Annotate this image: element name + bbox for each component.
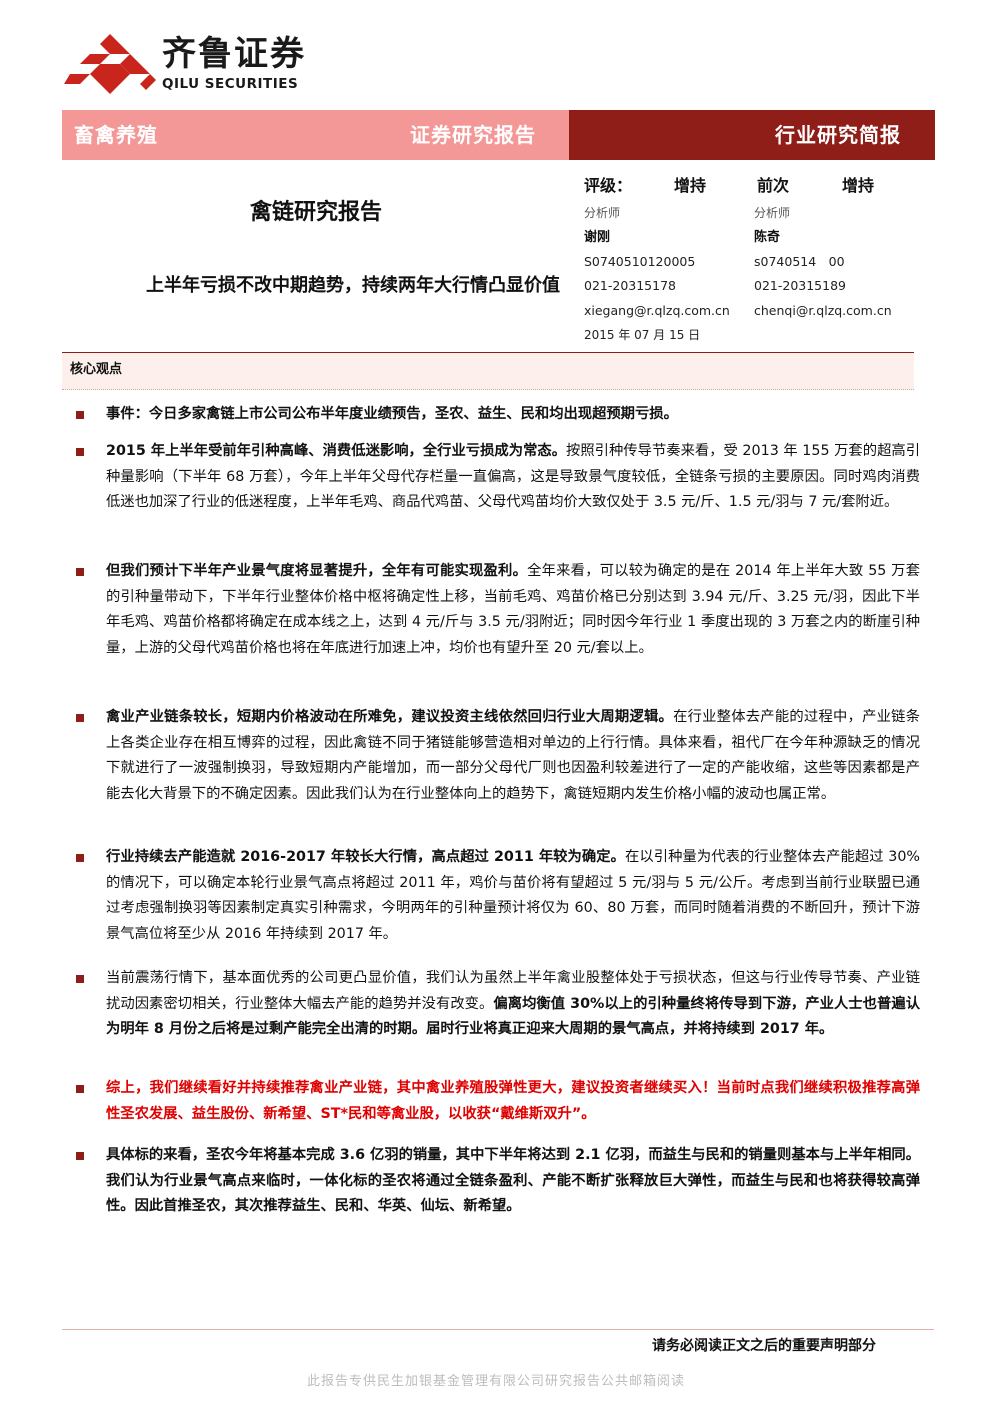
bullet-body: 当前震荡行情下，基本面优秀的公司更凸显价值，我们认为虽然上半年禽业股整体处于亏损…: [106, 970, 920, 1012]
list-item: 但我们预计下半年产业景气度将显著提升，全年有可能实现盈利。全年来看，可以较为确定…: [106, 559, 920, 661]
list-item: 具体标的来看，圣农今年将基本完成 3.6 亿羽的销量，其中下半年将达到 2.1 …: [106, 1143, 920, 1220]
list-item: 事件：今日多家禽链上市公司公布半年度业绩预告，圣农、益生、民和均出现超预期亏损。: [106, 402, 920, 428]
analyst-phone: 021-20315178: [584, 278, 676, 293]
rating-label: 评级：: [584, 176, 633, 195]
analyst-role: 分析师: [584, 206, 621, 220]
analyst-cert: s0740514 00: [754, 254, 845, 269]
footer-divider: [62, 1329, 934, 1330]
report-type-label: 行业研究简报: [775, 123, 901, 147]
bullet-body: 综上，我们继续看好并持续推荐禽业产业链，其中禽业养殖股弹性更大，建议投资者继续买…: [106, 1080, 920, 1122]
bullet-body: 在以引种量为代表的行业整体去产能超过 30%的情况下，可以确定本轮行业景气高点将…: [106, 849, 920, 942]
bullet-body: 在行业整体去产能的过程中，产业链条上各类企业存在相互博弈的过程，因此禽链不同于猪…: [106, 709, 920, 802]
footer-notice: 请务必阅读正文之后的重要声明部分: [652, 1338, 876, 1354]
analyst-email[interactable]: chenqi@r.qlzq.com.cn: [754, 303, 892, 318]
bullet-lead: 禽业产业链条较长，短期内价格波动在所难免，建议投资主线依然回归行业大周期逻辑。: [106, 709, 674, 725]
rating-prev-label: 前次: [757, 176, 790, 195]
brand-name-cn: 齐鲁证券: [162, 34, 306, 74]
analyst-phone: 021-20315189: [754, 278, 846, 293]
bullet-square-icon: [76, 714, 84, 722]
bullet-square-icon: [76, 1085, 84, 1093]
analyst-name: 谢刚: [584, 230, 611, 245]
list-item: 禽业产业链条较长，短期内价格波动在所难免，建议投资主线依然回归行业大周期逻辑。在…: [106, 705, 920, 807]
bullet-body: 按照引种传导节奏来看，受 2013 年 155 万套的超高引种量影响（下半年 6…: [106, 443, 920, 510]
page-title: 禽链研究报告: [250, 199, 383, 225]
list-item: 当前震荡行情下，基本面优秀的公司更凸显价值，我们认为虽然上半年禽业股整体处于亏损…: [106, 966, 920, 1043]
bullet-square-icon: [76, 568, 84, 576]
report-kind-label: 证券研究报告: [410, 123, 536, 147]
core-views-label: 核心观点: [70, 362, 123, 377]
bullet-square-icon: [76, 448, 84, 456]
rating-prev: 增持: [842, 176, 875, 195]
report-date: 2015 年 07 月 15 日: [584, 328, 701, 342]
header-band-left: [62, 110, 569, 160]
brand-name-en: QILU SECURITIES: [162, 76, 299, 92]
bullet-tail: 偏离均衡值 30%以上的引种量终将传导到下游，产业人士也普遍认为明年 8 月份之…: [106, 995, 920, 1038]
list-item: 行业持续去产能造就 2016-2017 年较长大行情，高点超过 2011 年较为…: [106, 845, 920, 947]
footer-watermark: 此报告专供民生加银基金管理有限公司研究报告公共邮箱阅读: [306, 1374, 685, 1389]
core-views-bar: [62, 352, 914, 390]
analyst-email[interactable]: xiegang@r.qlzq.com.cn: [584, 303, 730, 318]
bullet-square-icon: [76, 854, 84, 862]
header-band-right: [569, 110, 935, 160]
list-item: 综上，我们继续看好并持续推荐禽业产业链，其中禽业养殖股弹性更大，建议投资者继续买…: [106, 1076, 920, 1127]
bullet-lead: 2015 年上半年受前年引种高峰、消费低迷影响，全行业亏损成为常态。: [106, 443, 567, 459]
page-subtitle: 上半年亏损不改中期趋势，持续两年大行情凸显价值: [146, 275, 560, 296]
qilu-logo-icon: [64, 34, 156, 94]
rating-current: 增持: [674, 176, 707, 195]
bullet-body: 全年来看，可以较为确定的是在 2014 年上半年大致 55 万套的引种量带动下，…: [106, 563, 920, 656]
bullet-lead: 具体标的来看，圣农今年将基本完成 3.6 亿羽的销量，其中下半年将达到 2.1 …: [106, 1147, 920, 1214]
analyst-name: 陈奇: [754, 230, 781, 245]
analyst-cert: S0740510120005: [584, 254, 696, 269]
bullet-square-icon: [76, 411, 84, 419]
bullet-lead: 但我们预计下半年产业景气度将显著提升，全年有可能实现盈利。: [106, 563, 528, 579]
list-item: 2015 年上半年受前年引种高峰、消费低迷影响，全行业亏损成为常态。按照引种传导…: [106, 439, 920, 516]
bullet-square-icon: [76, 975, 84, 983]
bullet-lead: 行业持续去产能造就 2016-2017 年较长大行情，高点超过 2011 年较为…: [106, 849, 626, 865]
bullet-lead: 事件：今日多家禽链上市公司公布半年度业绩预告，圣农、益生、民和均出现超预期亏损。: [106, 406, 678, 422]
analyst-role: 分析师: [754, 206, 791, 220]
bullet-square-icon: [76, 1152, 84, 1160]
sector-label: 畜禽养殖: [74, 123, 158, 147]
